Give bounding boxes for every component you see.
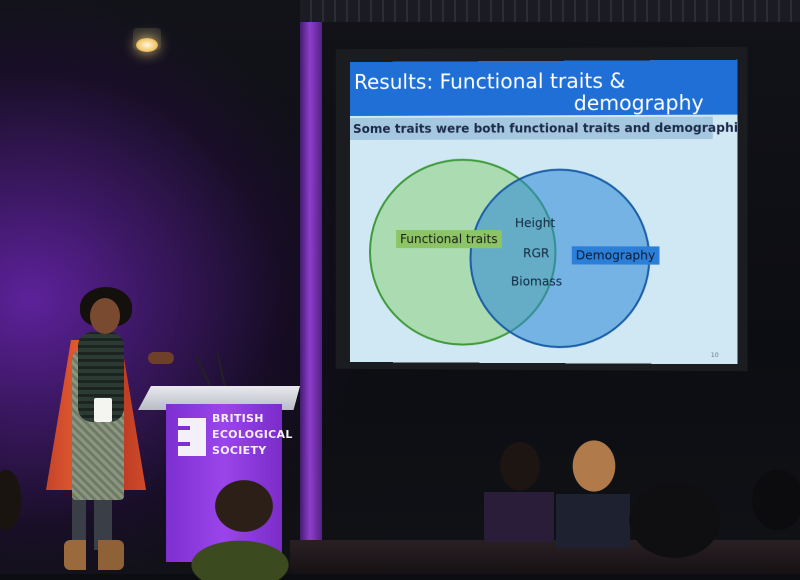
lighting-truss <box>300 0 800 22</box>
lectern-logo-line: BRITISH <box>212 412 264 425</box>
overlap-item-biomass: Biomass <box>510 274 563 289</box>
audience-member <box>0 460 30 580</box>
audience-member <box>738 460 800 580</box>
speaker-name-badge <box>94 398 112 422</box>
demography-label: Demography <box>571 246 660 265</box>
audience-member <box>484 432 554 542</box>
speaker-boots <box>64 540 124 570</box>
lectern-logo-line: SOCIETY <box>212 444 267 457</box>
lectern-logo-line: ECOLOGICAL <box>212 428 293 441</box>
bes-logo-icon <box>178 418 206 456</box>
functional-traits-label: Functional traits <box>396 230 502 249</box>
audience-member <box>180 470 300 580</box>
presentation-slide: Results: Functional traits & demography … <box>350 59 738 365</box>
venn-diagram <box>350 60 738 365</box>
overlap-item-rgr: RGR <box>523 246 550 261</box>
spotlight-icon <box>136 38 158 52</box>
audience-member <box>600 470 750 580</box>
overlap-item-height: Height <box>514 216 556 231</box>
speaker-hand <box>148 352 174 364</box>
venn-circle-demography <box>470 170 649 348</box>
stage-light-column <box>300 0 322 540</box>
slide-number: 10 <box>710 351 719 360</box>
speaker-head <box>90 298 120 334</box>
